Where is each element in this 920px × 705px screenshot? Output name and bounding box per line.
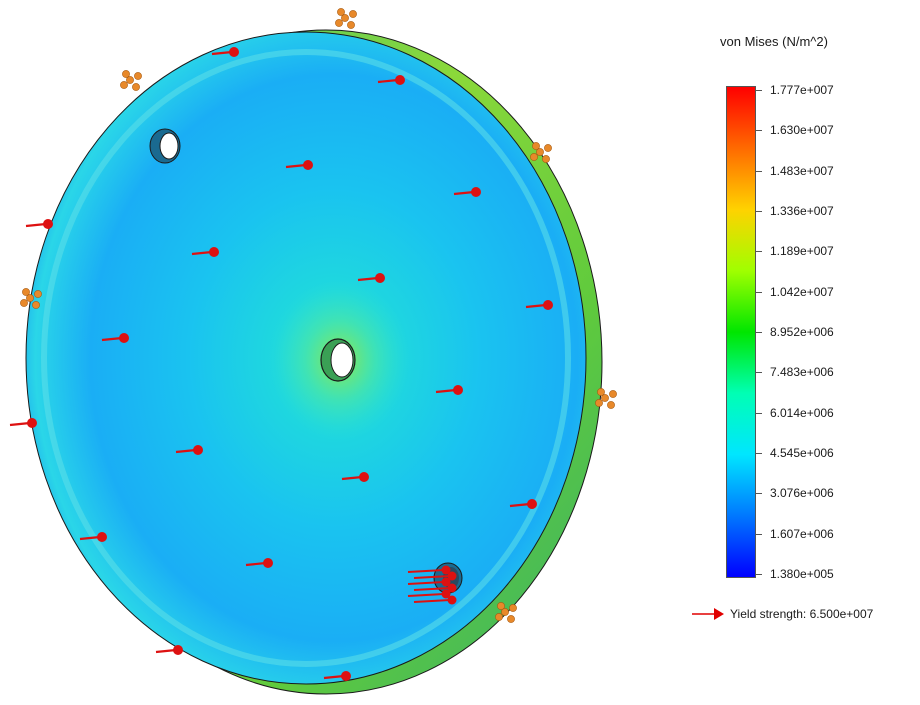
legend-tick-mark xyxy=(756,251,762,253)
upper-left-hole xyxy=(149,128,181,164)
yield-strength-label: Yield strength: 6.500e+007 xyxy=(730,607,874,621)
legend-tick-mark xyxy=(756,170,762,172)
legend-tick-label: 6.014e+006 xyxy=(770,405,834,420)
legend-tick-label: 7.483e+006 xyxy=(770,365,834,380)
stress-legend: von Mises (N/m^2) 1.777e+007 1.630e+007 1.… xyxy=(690,28,920,628)
load-arrow xyxy=(191,247,219,257)
legend-title: von Mises (N/m^2) xyxy=(720,34,828,49)
legend-tick-mark xyxy=(756,493,762,495)
load-arrow xyxy=(525,300,553,310)
legend-tick-label: 1.777e+007 xyxy=(770,83,834,97)
fixture-marker xyxy=(20,288,42,309)
load-arrow xyxy=(413,583,457,593)
load-arrow xyxy=(175,445,203,455)
legend-tick-label: 4.545e+006 xyxy=(770,446,834,460)
yield-strength-row: Yield strength: 6.500e+007 xyxy=(690,606,873,622)
fixture-marker xyxy=(530,142,552,163)
load-arrow xyxy=(407,577,451,587)
legend-tick-mark xyxy=(756,332,762,333)
load-arrow xyxy=(453,187,481,197)
inner-rim-line xyxy=(41,49,571,667)
yield-arrow-icon xyxy=(692,608,724,620)
load-arrow xyxy=(413,571,457,581)
legend-tick-mark xyxy=(756,211,762,212)
load-arrow xyxy=(341,472,369,482)
legend-tick-mark xyxy=(756,372,762,374)
legend-tick-mark xyxy=(756,574,762,575)
legend-tick-label: 1.042e+007 xyxy=(770,284,834,299)
load-arrow xyxy=(101,333,129,343)
legend-tick-mark xyxy=(756,90,762,91)
load-arrow xyxy=(245,558,273,568)
load-arrow xyxy=(25,219,53,229)
legend-tick-mark xyxy=(756,291,762,293)
load-arrow xyxy=(211,47,239,57)
center-hole xyxy=(320,338,356,382)
fixture-marker xyxy=(335,8,357,29)
load-arrow xyxy=(377,75,405,85)
load-arrow xyxy=(509,499,537,509)
load-arrow xyxy=(323,671,351,681)
load-arrow xyxy=(407,565,451,575)
fixture-markers xyxy=(20,8,617,623)
color-scale-bar xyxy=(726,86,756,578)
legend-tick-label: 1.483e+007 xyxy=(770,163,834,178)
legend-tick-mark xyxy=(756,412,762,414)
fixture-marker xyxy=(495,602,517,623)
load-arrow xyxy=(155,645,183,655)
load-arrow xyxy=(79,532,107,542)
legend-tick-label: 1.189e+007 xyxy=(770,244,834,259)
load-arrow xyxy=(407,589,451,599)
legend-tick-label: 8.952e+006 xyxy=(770,325,834,339)
load-arrow xyxy=(357,273,385,283)
legend-tick-label: 1.336e+007 xyxy=(770,204,834,218)
fixture-marker xyxy=(120,70,142,91)
load-arrow xyxy=(9,418,37,428)
load-arrow xyxy=(413,595,457,605)
legend-tick-mark xyxy=(756,130,762,132)
legend-tick-label: 1.380e+005 xyxy=(770,567,834,581)
fixture-marker xyxy=(595,388,617,409)
load-arrow xyxy=(285,160,313,170)
legend-tick-label: 1.630e+007 xyxy=(770,123,834,138)
legend-tick-mark xyxy=(756,533,762,535)
legend-tick-label: 1.607e+006 xyxy=(770,526,834,541)
load-arrow xyxy=(435,385,463,395)
legend-tick-mark xyxy=(756,453,762,454)
legend-tick-label: 3.076e+006 xyxy=(770,486,834,501)
pressure-load-arrows xyxy=(9,47,553,681)
